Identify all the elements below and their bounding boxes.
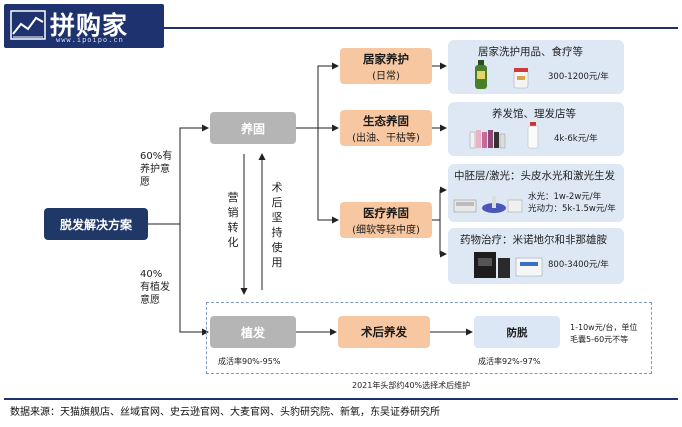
category-subtitle: (出油、干枯等) [352,132,420,144]
panel-home-products: 居家洗护用品、食疗等 300-1200元/年 [448,40,624,94]
zhifa-label: 植发 [240,325,265,340]
footer-rule [4,398,678,400]
marketing-conversion-label: 营销转化 [227,191,239,249]
logo-url: www.ipoipo.cn [56,36,124,44]
panel-title: 药物治疗：米诺地尔和非那雄胺 [460,234,607,246]
category-medical-care: 医疗养固 (细软等轻中度) [340,202,432,238]
root-label: 脱发解决方案 [59,217,132,232]
anti-hairloss-caption: 成活率92%-97% [478,357,541,366]
category-home-care: 居家养护 (日常) [340,48,432,84]
category-title: 居家养护 [363,51,409,66]
postop-care-node: 术后养发 [338,316,430,348]
panel-title: 中胚层/激光：头皮水光和激光生发 [454,170,616,182]
postop-persistence-label: 术后坚持使用 [271,181,283,269]
category-subtitle: (细软等轻中度) [352,224,420,236]
panel-price-line1: 水光：1w-2w元/年 [528,192,602,202]
panel-title: 养发馆、理发店等 [492,108,576,120]
panel-laser: 中胚层/激光：头皮水光和激光生发 水光：1w-2w元/年 光动力：5k-1.5w… [448,164,624,222]
panel-title: 居家洗护用品、食疗等 [478,46,583,58]
branch-upper-label: 60%有 养护意 愿 [140,151,173,188]
panel-price: 300-1200元/年 [548,72,609,82]
panel-price: 4k-6k元/年 [554,134,598,144]
panel-salon: 养发馆、理发店等 4k-6k元/年 [448,102,624,156]
salon-products-icon [469,122,539,149]
medicine-box-icon [474,252,543,278]
anti-hairloss-label: 防脱 [506,326,528,339]
shampoo-bottle-icon [475,60,529,89]
zhifa-node: 植发 [210,316,296,348]
category-eco-care: 生态养固 (出油、干枯等) [340,110,432,146]
anti-hairloss-node: 防脱 [474,316,560,348]
panel-price: 800-3400元/年 [548,260,609,270]
panel-medicine: 药物治疗：米诺地尔和非那雄胺 800-3400元/年 [448,228,624,284]
zhifa-caption: 成活率90%-95% [218,357,281,366]
panel-price-line2: 光动力：5k-1.5w元/年 [528,204,616,214]
postop-dashed-box [206,302,652,374]
postop-care-label: 术后养发 [361,325,407,339]
anti-hairloss-price-line2: 毛囊5-60元不等 [570,335,629,344]
logo: 拼购家 www.ipoipo.cn [4,4,164,48]
root-node: 脱发解决方案 [44,208,148,240]
header-rule [164,27,678,29]
yanggu-node: 养固 [210,112,296,144]
category-title: 生态养固 [363,113,409,128]
laser-device-icon [453,196,523,213]
chart-bars-icon [10,10,46,40]
logo-name: 拼购家 [50,11,129,40]
dashed-box-caption: 2021年头部约40%选择术后维护 [352,381,471,390]
yanggu-label: 养固 [240,121,265,136]
data-source: 数据来源：天猫旗舰店、丝域官网、史云逊官网、大麦官网、头豹研究院、新氧，东吴证券… [10,407,440,418]
branch-lower-label: 40% 有植发 意愿 [140,269,170,306]
anti-hairloss-price-line1: 1-10w元/台，单位 [570,323,638,332]
category-title: 医疗养固 [363,205,409,220]
category-subtitle: (日常) [372,70,400,82]
